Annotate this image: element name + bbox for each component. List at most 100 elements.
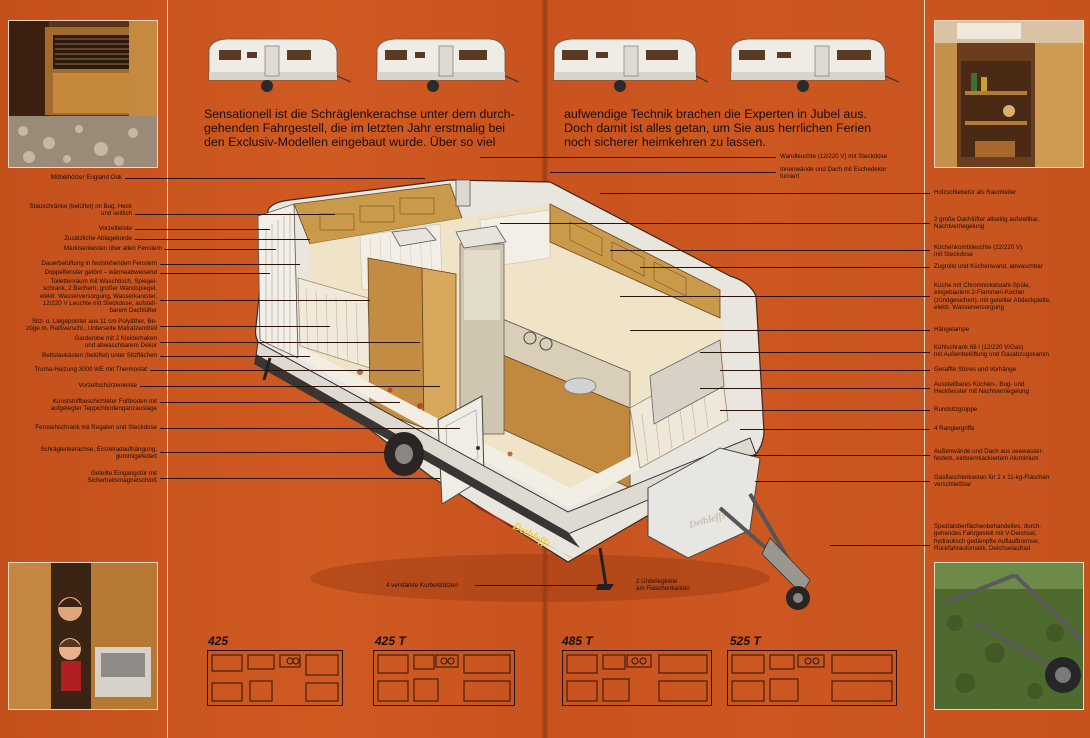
leader-line (160, 356, 310, 357)
leader-line (160, 273, 270, 274)
label-eingangstuer: Geteilte Eingangstür mit Sicherheitsmagn… (4, 470, 157, 485)
label-line: Ausstellbares Küchen-, Bug- und (934, 381, 1025, 388)
label-line: Sitz- u. Liegepolster aus 11 cm Polyäthe… (31, 318, 157, 325)
label-bettstaukaesten: Bettstaukästen (belüftet) unter Sitzfläc… (4, 352, 157, 359)
leader-line (640, 267, 930, 268)
label-line: Spezialoberflächenbehandeltes, durch- (934, 523, 1042, 530)
label-line: Kühlschrank 68 l (12/220 V/Gas) (934, 344, 1024, 351)
label-line: schrank, 2 Bechern, großer Wandspiegel, (43, 285, 157, 293)
floor-plan-425t (373, 650, 515, 706)
label-line: Holzschiebetür als Raumteiler (934, 189, 1017, 196)
label-rundsitzgruppe: Rundsitzgruppe (934, 406, 1086, 413)
label-line: Doppelfenster getönt – wärmeabweisend (44, 269, 157, 276)
model-name-425: 425 (208, 634, 229, 648)
photo-wood-cabinet-heater (8, 20, 158, 168)
label-line: und abwaschbarem Dekor (84, 342, 157, 350)
label-doppelfenster: Doppelfenster getönt – wärmeabweisend (4, 269, 157, 276)
leader-line (480, 157, 776, 158)
leader-line (160, 478, 440, 479)
label-line: furniert (780, 173, 800, 181)
label-line: gehendes Fahrgestell mit V-Deichsel, (934, 530, 1037, 538)
label-ablageborde: Zusätzliche Ablageborde (4, 235, 132, 242)
label-truma-heizung: Truma-Heizung 3000 WE mit Thermostat (4, 366, 147, 373)
label-holzschiebetuer: Holzschiebetür als Raumteiler (934, 189, 1086, 196)
leader-line (164, 249, 276, 250)
label-line: aufgelegter Teppichbodenganzauslage (50, 405, 157, 413)
leader-line (830, 545, 930, 546)
model-name-425t: 425 T (375, 634, 406, 648)
leader-line (160, 342, 420, 343)
label-line: Schräglenkerachse, Einzelradaufhängung, (40, 446, 157, 453)
left-column-divider (167, 0, 168, 738)
intro-left-line: gehenden Fahrgestell, die im letzten Jah… (204, 121, 505, 135)
label-line: Nachtverriegelung (934, 223, 985, 231)
leader-line (630, 330, 930, 331)
label-line: Geraffte Stores und Vorhänge (934, 366, 1017, 373)
caravan-cutaway-illustration: Dethleffs Dethleffs (254, 179, 811, 610)
label-unterlegkeile: 2 Unterlegkeile am Flaschenkasten (636, 578, 726, 593)
label-haengelampe: Hängelampe (934, 326, 1086, 333)
leader-line (160, 402, 400, 403)
label-line: Küchenkombileuchte (12/220 V) (934, 244, 1023, 251)
model-name-485t: 485 T (562, 634, 593, 648)
label-aussenwaende: Außenwände und Dach aus seewasser- feste… (934, 448, 1086, 463)
leader-line (750, 455, 930, 456)
label-toilettenraum: Toilettenraum mit Waschtisch, Spiegel- s… (4, 278, 157, 314)
leader-line (700, 388, 930, 389)
label-line: elektr. Wasserversorgung, Wasserkanister… (39, 292, 157, 300)
label-moebelhoelzer: Möbelhölzer England Oak (4, 174, 122, 181)
label-wandleuchte: Wandleuchte (12/220 V) mit Steckdose (780, 153, 930, 160)
caravan-side-view-3 (553, 38, 709, 92)
label-kueche: Küche mit Chromnickelstahl-Spüle, eingeb… (934, 282, 1086, 311)
label-fahrgestell: Spezialoberflächenbehandeltes, durch- ge… (934, 523, 1086, 552)
label-line: und seitlich (101, 210, 132, 218)
caravan-side-view-1 (208, 38, 352, 92)
label-line: Stauschränke (belüftet) im Bug, Heck (29, 203, 132, 210)
label-line: Kunststoffbeschichteter Fußboden mit (52, 398, 157, 405)
label-ausstellbares-fenster: Ausstellbares Küchen-, Bug- und Heckfens… (934, 381, 1086, 396)
label-line: am Flaschenkasten (636, 585, 690, 593)
leader-line (140, 386, 440, 387)
label-line: Wandleuchte (12/220 V) mit Steckdose (780, 153, 888, 160)
label-kuechenkombileuchte: Küchenkombileuchte (12/220 V) mit Steckd… (934, 244, 1086, 259)
label-schraeglenkerachse: Schräglenkerachse, Einzelradaufhängung, … (4, 446, 157, 461)
leader-line (160, 264, 300, 265)
intro-text-right: aufwendige Technik brachen die Experten … (564, 107, 899, 149)
leader-line (475, 585, 600, 586)
label-line: verschließbar (934, 481, 972, 489)
label-dachluefter: 2 große Dachlüfter allseitig aufstellbar… (934, 216, 1086, 231)
floor-plan-425 (207, 650, 343, 706)
photo-roof-vent-shelf (934, 20, 1084, 168)
intro-text-left: Sensationell ist die Schräglenkerachse u… (204, 107, 539, 149)
label-stauschraenke: Stauschränke (belüftet) im Bug, Heck und… (4, 203, 132, 218)
label-line: eingebautem 2-Flammen-Kocher (934, 289, 1025, 297)
leader-line (160, 452, 386, 453)
label-line: Möbelhölzer England Oak (50, 174, 122, 181)
label-line: 12/220 V Leuchte mit Steckdose, aufstell… (42, 299, 157, 307)
leader-line (160, 326, 330, 327)
leader-line (740, 429, 930, 430)
label-line: 4 verstärkte Kurbelstützen (386, 582, 458, 589)
label-kuehlschrank: Kühlschrank 68 l (12/220 V/Gas) mit Auße… (934, 344, 1086, 359)
label-stores-vorhaenge: Geraffte Stores und Vorhänge (934, 366, 1086, 373)
leader-line (720, 370, 930, 371)
leader-line (135, 239, 310, 240)
leader-line (755, 481, 930, 482)
leader-line (550, 172, 776, 173)
label-fernsehschrank: Fernsehschrank mit Regalen und Steckdose (4, 424, 157, 431)
label-line: Vorzeltschürzenleiste (78, 382, 137, 389)
label-line: festem, einbrennlackiertem Aluminium (934, 455, 1039, 463)
label-line: Fernsehschrank mit Regalen und Steckdose (35, 424, 157, 431)
label-line: Toilettenraum mit Waschtisch, Spiegel- (50, 278, 157, 285)
leader-line (135, 229, 270, 230)
label-line: hydraulisch gedämpfte Auflaufbremse, (934, 537, 1040, 545)
intro-left-line: Sensationell ist die Schräglenkerachse u… (204, 107, 515, 121)
label-line: Vorzeltleiste (98, 225, 132, 232)
intro-right-line: noch sicherer heimkehren zu lassen. (564, 135, 766, 149)
label-fussboden: Kunststoffbeschichteter Fußboden mit auf… (4, 398, 157, 413)
label-line: Garderobe mit 2 Kleiderhaken (74, 335, 157, 342)
label-line: Zusätzliche Ablageborde (64, 235, 132, 242)
label-line: elektr. Wasserversorgung (934, 303, 1004, 311)
label-vorzeltschuerzenleiste: Vorzeltschürzenleiste (4, 382, 137, 389)
